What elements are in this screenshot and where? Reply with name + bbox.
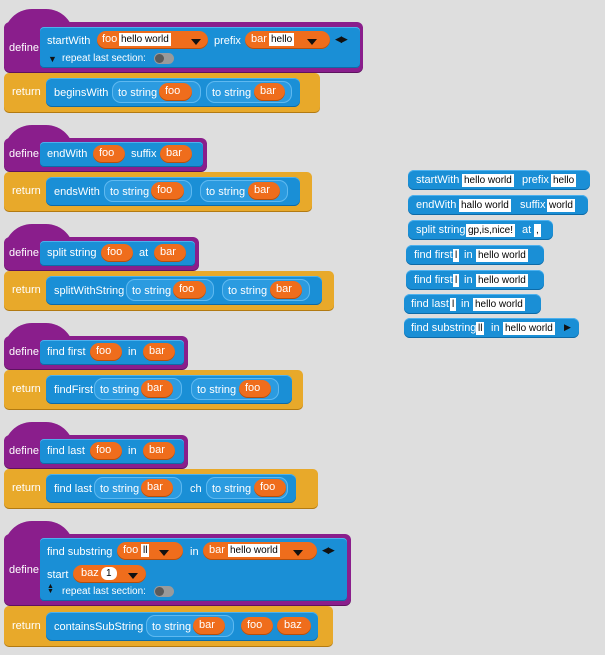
- chevron-down-icon[interactable]: [159, 550, 169, 556]
- block-name: split string: [47, 247, 97, 259]
- palette-block-endwith[interactable]: endWith hallo world suffix world: [408, 195, 588, 215]
- arg-bar[interactable]: bar: [141, 380, 173, 398]
- to-string-label: to string: [212, 87, 252, 99]
- palette-block-split[interactable]: split string gp,is,nice! at ,: [408, 220, 553, 240]
- expand-arrows-icon[interactable]: ◀▶: [335, 34, 348, 44]
- repeat-label: repeat last section:: [62, 53, 146, 64]
- call-name: containsSubString: [54, 621, 144, 633]
- block-name: find first: [47, 346, 86, 358]
- param-foo[interactable]: foo: [90, 343, 122, 361]
- param-foo[interactable]: foo: [90, 442, 122, 460]
- default-value[interactable]: hello world: [228, 544, 280, 557]
- keyword-label: at: [139, 247, 149, 259]
- arg-foo[interactable]: foo: [173, 281, 206, 299]
- define-label: define: [9, 247, 39, 259]
- block-name: endWith: [47, 148, 88, 160]
- to-string-label: to string: [132, 285, 172, 297]
- toggle-knob-icon: [155, 587, 164, 596]
- default-value[interactable]: hello: [269, 33, 295, 46]
- keyword-label: in: [128, 445, 137, 457]
- param-foo[interactable]: foo ll: [117, 542, 183, 560]
- to-string-label: to string: [197, 384, 237, 396]
- param-bar[interactable]: bar: [160, 145, 192, 163]
- collapse-triangle-icon[interactable]: ▼: [48, 54, 57, 64]
- param-foo[interactable]: foo: [101, 244, 133, 262]
- param-bar[interactable]: bar: [143, 442, 175, 460]
- repeat-toggle[interactable]: [154, 586, 174, 597]
- return-label: return: [12, 383, 41, 395]
- palette-block-startwith[interactable]: startWith hello world prefix hello: [408, 170, 590, 190]
- define-label: define: [9, 42, 39, 54]
- block-name: find substring: [47, 546, 113, 558]
- chevron-down-icon[interactable]: [307, 39, 317, 45]
- arg-foo[interactable]: foo: [241, 617, 273, 635]
- palette-block-findfirst[interactable]: find first l in hello world: [406, 245, 544, 265]
- default-value[interactable]: 1: [101, 567, 117, 580]
- return-label: return: [12, 284, 41, 296]
- arg-baz[interactable]: baz: [277, 617, 311, 635]
- block-name: find last: [47, 445, 85, 457]
- param-bar[interactable]: bar hello world: [203, 542, 317, 560]
- param-foo[interactable]: foo: [93, 145, 125, 163]
- arg-bar[interactable]: bar: [193, 617, 225, 635]
- to-string-label: to string: [152, 621, 192, 633]
- ch-label: ch: [190, 483, 202, 495]
- call-name: endsWith: [54, 186, 100, 198]
- define-label: define: [9, 148, 39, 160]
- param-baz[interactable]: baz 1: [73, 565, 146, 583]
- expand-right-icon[interactable]: ▶: [564, 322, 571, 332]
- repeat-toggle[interactable]: [154, 53, 174, 64]
- define-label: define: [9, 564, 39, 576]
- default-value[interactable]: hello world: [119, 33, 171, 46]
- arg-foo[interactable]: foo: [239, 380, 271, 398]
- arg-foo[interactable]: foo: [254, 479, 286, 497]
- arg-foo[interactable]: foo: [151, 182, 184, 200]
- return-label: return: [12, 185, 41, 197]
- keyword-label: in: [128, 346, 137, 358]
- chevron-down-icon[interactable]: [191, 39, 201, 45]
- call-name: find last: [54, 483, 92, 495]
- to-string-label: to string: [118, 87, 158, 99]
- chevron-down-icon[interactable]: [293, 550, 303, 556]
- arg-bar[interactable]: bar: [141, 479, 173, 497]
- chevron-down-icon[interactable]: [128, 573, 138, 579]
- define-label: define: [9, 445, 39, 457]
- param-foo[interactable]: foo hello world: [97, 31, 208, 49]
- to-string-label: to string: [212, 483, 252, 495]
- start-label: start: [47, 569, 69, 581]
- call-name: findFirst: [54, 384, 94, 396]
- toggle-knob-icon: [155, 54, 164, 63]
- default-value[interactable]: ll: [141, 544, 150, 557]
- param-bar[interactable]: bar hello: [245, 31, 330, 49]
- palette-block-findfirst[interactable]: find first l in hello world: [406, 270, 544, 290]
- keyword-label: prefix: [214, 35, 241, 47]
- arg-bar[interactable]: bar: [248, 182, 280, 200]
- repeat-label: repeat last section:: [62, 586, 146, 597]
- return-label: return: [12, 620, 41, 632]
- to-string-label: to string: [228, 285, 268, 297]
- define-label: define: [9, 346, 39, 358]
- arg-bar[interactable]: bar: [254, 83, 285, 101]
- param-bar[interactable]: bar: [143, 343, 175, 361]
- block-name: startWith: [47, 35, 91, 47]
- expand-arrows-icon[interactable]: ◀▶: [322, 545, 335, 555]
- call-name: splitWithString: [54, 285, 125, 297]
- palette-block-findlast[interactable]: find last l in hello world: [404, 294, 541, 314]
- arg-foo[interactable]: foo: [159, 83, 192, 101]
- palette-block-findsubstring[interactable]: find substring ll in hello world ▶: [404, 318, 579, 338]
- keyword-label: in: [190, 546, 199, 558]
- to-string-label: to string: [100, 483, 140, 495]
- to-string-label: to string: [100, 384, 140, 396]
- keyword-label: suffix: [131, 148, 157, 160]
- call-name: beginsWith: [54, 87, 109, 99]
- return-label: return: [12, 86, 41, 98]
- to-string-label: to string: [206, 186, 246, 198]
- to-string-label: to string: [110, 186, 150, 198]
- arg-bar[interactable]: bar: [270, 281, 302, 299]
- return-label: return: [12, 482, 41, 494]
- reorder-arrows-icon[interactable]: ▲▼: [47, 583, 54, 595]
- param-bar[interactable]: bar: [154, 244, 186, 262]
